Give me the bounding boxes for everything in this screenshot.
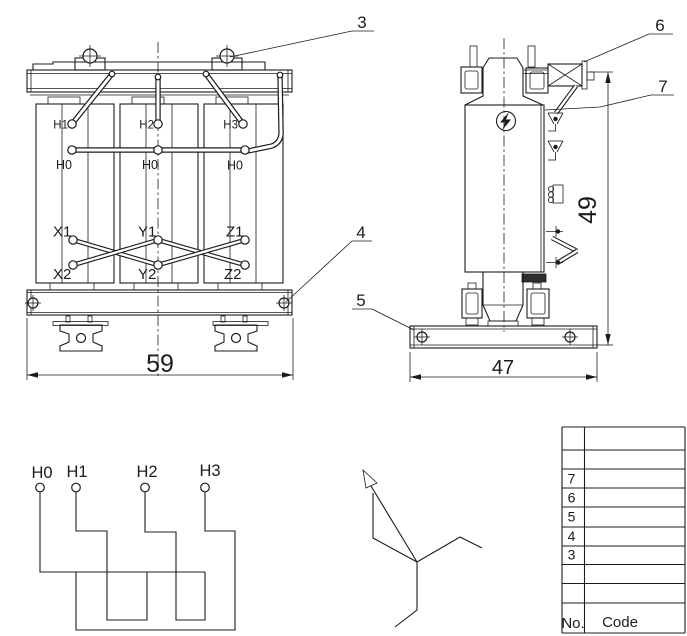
dim-59-value: 59 — [146, 350, 174, 378]
schematic-terminal-h2 — [140, 482, 150, 493]
side-view: 47 49 — [409, 38, 613, 382]
lv-cross-bars — [72, 237, 246, 268]
tapchanger-base-hatch — [521, 273, 547, 283]
tank-dome — [464, 57, 544, 106]
neutral-label-1: H0 — [56, 158, 72, 172]
table-header-code: Code — [602, 614, 638, 631]
schematic-terminal-h3 — [200, 482, 210, 493]
schematic-h1-path — [75, 491, 148, 621]
lifting-lug-right — [211, 45, 243, 71]
clamp-screw-right — [276, 295, 292, 311]
dimension-47: 47 — [409, 352, 598, 382]
hv-terminal-label-h3: H3 — [223, 120, 238, 132]
table-item-3: 3 — [568, 547, 576, 563]
parts-table: 7 6 5 4 3 No. Code — [561, 426, 686, 634]
neutral-label-2: H0 — [142, 158, 158, 172]
callout-3-number: 3 — [357, 13, 366, 32]
callout-7-leader — [544, 94, 652, 111]
callout-7-number: 7 — [658, 77, 667, 96]
tank-body — [464, 57, 545, 273]
table-grid — [561, 426, 686, 634]
hv-bushing-right — [525, 45, 549, 94]
support-brace — [554, 84, 578, 115]
beam-pivots — [108, 70, 284, 81]
lv-label-z1: Z1 — [226, 224, 244, 241]
coil-element — [548, 184, 564, 204]
dim-47-value: 47 — [492, 357, 514, 379]
base-screw-left — [414, 329, 430, 345]
vector-group-diagram — [362, 468, 483, 628]
callout-7: 7 — [544, 77, 674, 111]
hv-link-bars — [69, 72, 284, 154]
table-item-7: 7 — [568, 471, 576, 487]
hv-terminal-label-h2: H2 — [139, 120, 154, 132]
insulator-cross-box — [547, 60, 595, 90]
roller-left — [52, 315, 109, 352]
schematic-label-h1: H1 — [66, 463, 87, 481]
support-foot-right — [526, 282, 550, 326]
roller-right — [212, 315, 269, 352]
table-item-4: 4 — [568, 528, 576, 544]
lv-label-y2: Y2 — [138, 266, 156, 283]
phasor-arrowhead — [362, 468, 378, 489]
wall-bracket — [546, 226, 579, 268]
callout-6-leader — [583, 33, 650, 63]
schematic-terminal-h0 — [35, 482, 45, 493]
front-view: H1 H2 H3 H0 H0 H0 X1 Y1 Z1 X2 Y2 Z2 — [25, 42, 294, 380]
neutral-label-3: H0 — [227, 159, 243, 173]
callout-5-leader — [371, 308, 415, 331]
schematic-h2-path — [144, 491, 206, 621]
base-screw-right — [562, 329, 578, 345]
tap-lead-upper — [547, 112, 564, 132]
lv-label-x2: X2 — [53, 266, 71, 283]
bottom-clamp-beam — [25, 289, 293, 316]
callout-4: 4 — [285, 223, 372, 303]
winding-limb-3 — [203, 96, 284, 291]
lightning-symbol — [495, 110, 517, 132]
base-plate — [409, 325, 598, 349]
callout-4-number: 4 — [356, 223, 365, 242]
callout-6-number: 6 — [655, 16, 664, 35]
lead-bar — [523, 69, 548, 74]
wiring-schematic: H0 H1 H2 H3 — [31, 462, 236, 631]
lifting-lug-left — [74, 45, 106, 71]
tap-lead-lower — [547, 140, 564, 161]
table-header-no: No. — [561, 615, 584, 632]
callout-4-leader — [285, 240, 353, 303]
winding-limb-1 — [35, 96, 115, 291]
schematic-terminal-h1 — [71, 482, 81, 493]
hv-terminal-label-h1: H1 — [53, 120, 68, 132]
support-foot-left — [461, 282, 483, 326]
lv-label-x1: X1 — [53, 224, 71, 241]
dim-49-value: 49 — [574, 196, 602, 224]
callout-5-number: 5 — [356, 291, 365, 310]
lv-terminal-circles — [68, 235, 250, 270]
hv-bushing-left — [460, 45, 483, 94]
schematic-label-h3: H3 — [199, 462, 220, 480]
table-item-5: 5 — [568, 509, 576, 525]
schematic-h0-path — [39, 491, 205, 573]
clamp-screw-left — [25, 295, 41, 311]
schematic-h3-path — [75, 491, 236, 631]
callout-3: 3 — [229, 13, 374, 58]
callout-3-leader — [229, 30, 353, 58]
table-item-6: 6 — [568, 490, 576, 506]
center-pedestal — [482, 271, 524, 327]
schematic-label-h0: H0 — [31, 464, 52, 482]
dimension-49: 49 — [574, 71, 613, 346]
top-plate — [32, 61, 266, 70]
lv-label-z2: Z2 — [224, 266, 242, 283]
schematic-label-h2: H2 — [136, 463, 157, 481]
hv-terminal-circles — [67, 119, 250, 155]
dimension-59: 59 — [26, 318, 294, 380]
lv-label-y1: Y1 — [138, 224, 156, 241]
callout-5: 5 — [352, 291, 415, 331]
callout-6: 6 — [583, 16, 673, 63]
